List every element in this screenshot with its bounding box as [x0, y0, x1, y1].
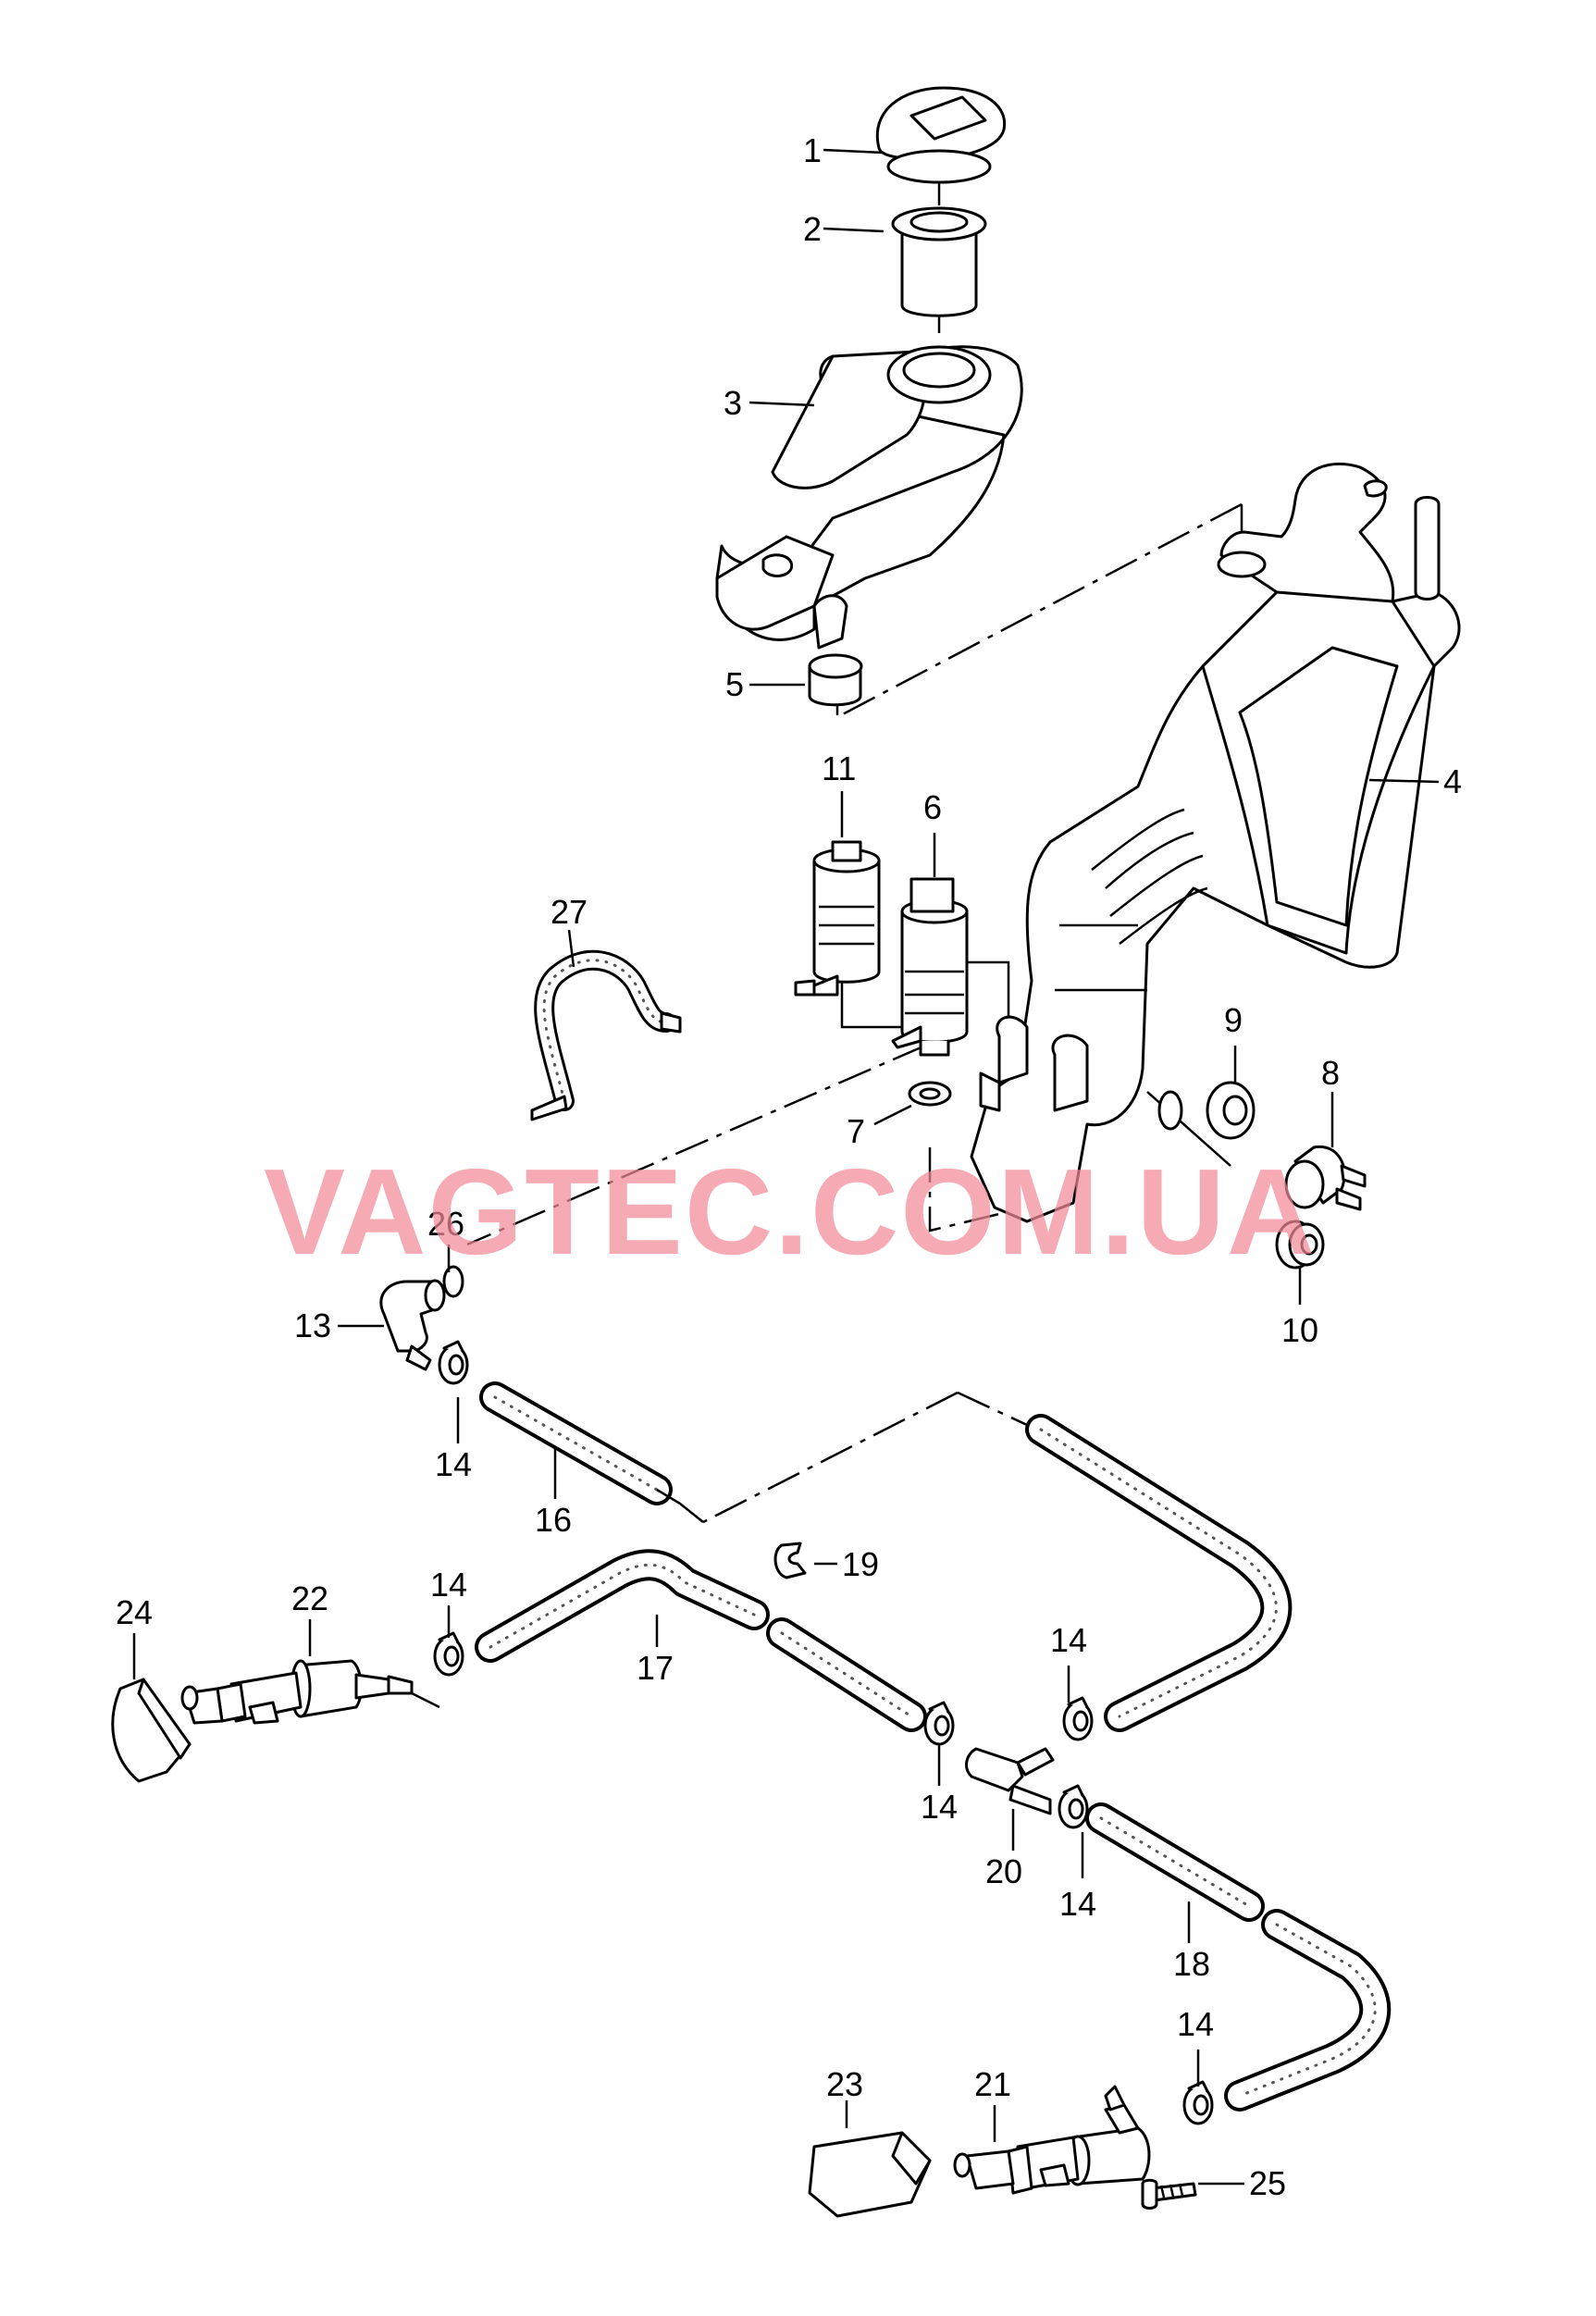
- pump-mounts: [979, 1015, 1089, 1112]
- callout-20: 20: [985, 1852, 1022, 1890]
- part-10-grommet: [1275, 1220, 1325, 1269]
- part-9-grommet: [1206, 1081, 1256, 1140]
- callout-17: 17: [637, 1649, 674, 1687]
- callout-18: 18: [1173, 1945, 1210, 1983]
- part-27-hose: [530, 949, 682, 1121]
- watermark-text: VAGTEC.COM.UA: [264, 1144, 1317, 1280]
- callout-14-a: 14: [435, 1445, 472, 1483]
- callout-13: 13: [294, 1307, 331, 1344]
- callout-14-d: 14: [1050, 1621, 1087, 1659]
- part-11-washer-pump: [794, 840, 925, 1029]
- callout-14-b: 14: [430, 1566, 467, 1604]
- callout-7: 7: [847, 1112, 865, 1150]
- callout-14-f: 14: [1177, 2005, 1214, 2043]
- callout-14-c: 14: [921, 1788, 958, 1826]
- part-3-filler-neck: [715, 345, 1023, 650]
- part-6-washer-pump: [891, 877, 1010, 1057]
- part-7-seal: [908, 1081, 952, 1107]
- callout-27: 27: [551, 893, 588, 931]
- part-8-level-sensor: [1284, 1145, 1367, 1211]
- part-23-nozzle-cover: [808, 2131, 932, 2218]
- part-1-filler-cap: [875, 86, 1007, 184]
- part-19-clip: [773, 1542, 807, 1579]
- callout-6: 6: [923, 788, 942, 826]
- hose-upper-right: [1025, 1414, 1293, 1732]
- part-17-hose: [475, 1549, 927, 1732]
- callout-labels: 1 2 3 4 5 6 7 8 9 10 11 13 14 16 17 18 1…: [116, 131, 1462, 2202]
- part-16-hose: [479, 1381, 704, 1523]
- callout-19: 19: [842, 1545, 879, 1583]
- callout-24: 24: [116, 1593, 153, 1631]
- part-13-elbow-connector: [379, 1279, 446, 1371]
- callout-16: 16: [535, 1501, 572, 1539]
- part-21-washer-nozzle: [953, 2085, 1151, 2195]
- callout-25: 25: [1249, 2164, 1286, 2202]
- part-24-nozzle-cover: [111, 1678, 192, 1783]
- callout-5: 5: [725, 665, 744, 703]
- callout-22: 22: [291, 1579, 328, 1617]
- part-5-grommet: [808, 653, 863, 707]
- part-26-ring: [442, 1265, 464, 1298]
- callout-14-e: 14: [1059, 1885, 1096, 1923]
- callout-8: 8: [1321, 1054, 1340, 1092]
- leader-lines: [132, 148, 1440, 2186]
- part-25-screw: [1141, 2178, 1197, 2210]
- callout-23: 23: [826, 2065, 863, 2103]
- callout-1: 1: [803, 131, 822, 169]
- callout-21: 21: [974, 2065, 1011, 2103]
- part-2-strainer: [891, 206, 987, 317]
- part-22-washer-nozzle: [180, 1659, 440, 1725]
- part-4-washer-reservoir: [970, 462, 1461, 1223]
- callout-9: 9: [1224, 1001, 1243, 1039]
- callout-4: 4: [1443, 762, 1462, 800]
- callout-11: 11: [822, 749, 856, 787]
- callout-10: 10: [1281, 1311, 1318, 1349]
- callout-26: 26: [427, 1205, 464, 1243]
- part-18-hose: [1085, 1802, 1392, 2112]
- callout-3: 3: [724, 384, 742, 422]
- callout-2: 2: [803, 210, 822, 248]
- part-20-t-connector: [965, 1747, 1055, 1815]
- assembly-lines: [466, 167, 1243, 1524]
- hose-clamps: [433, 1340, 1214, 2125]
